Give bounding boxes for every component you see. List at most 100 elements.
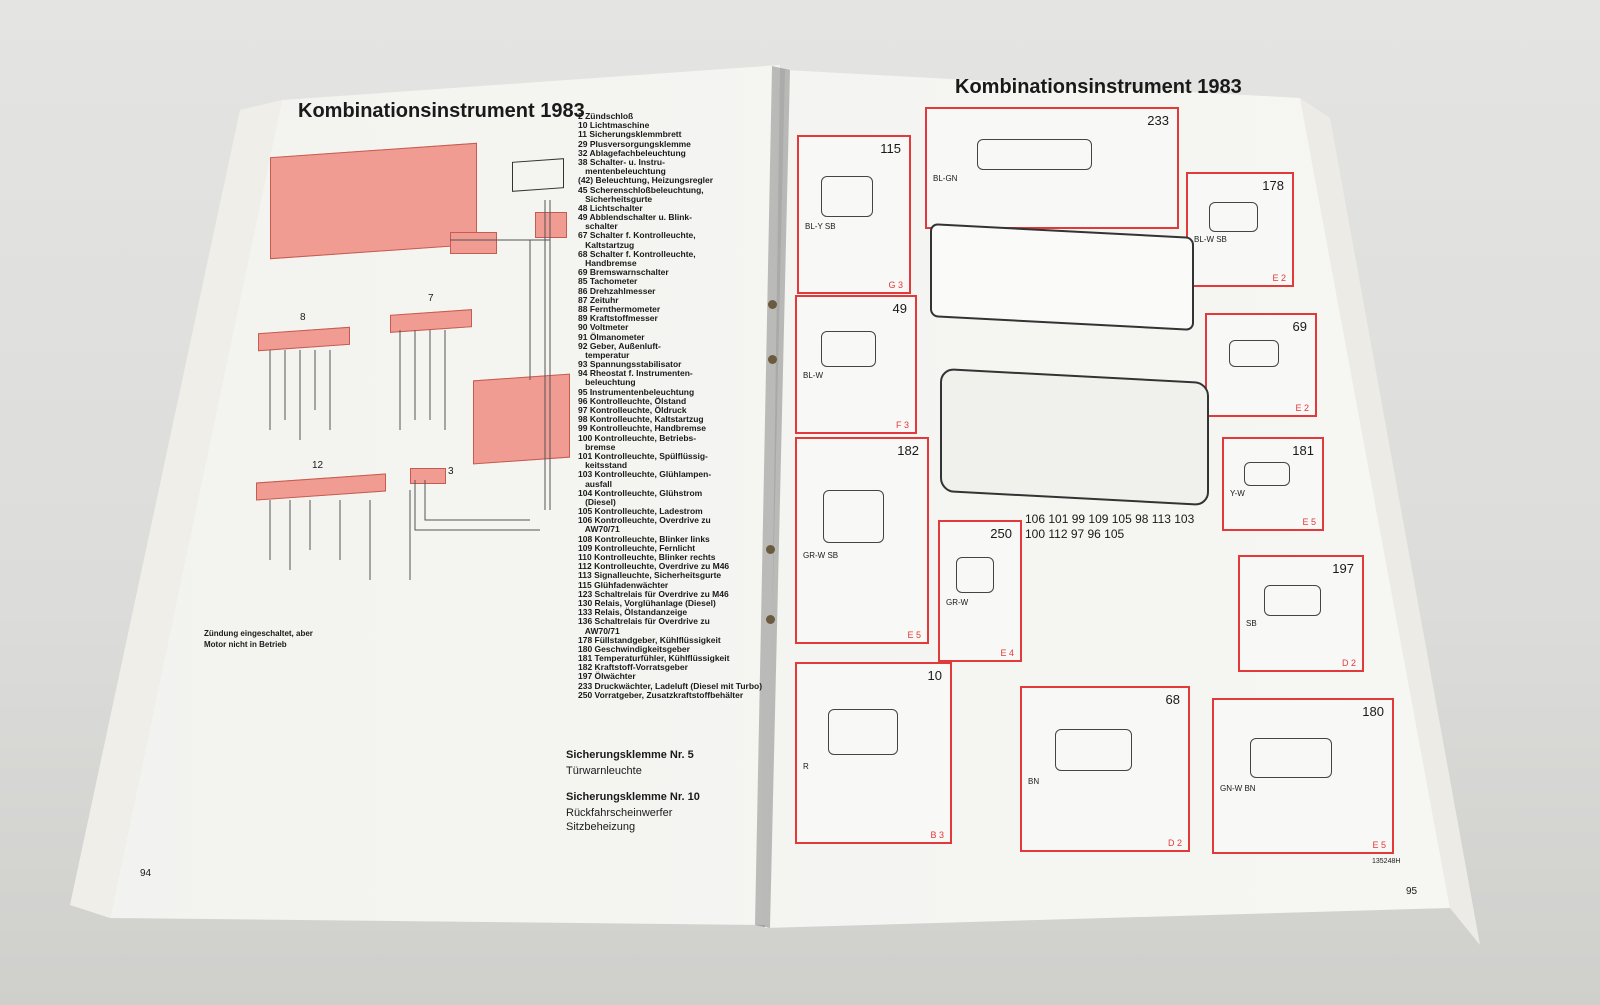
fuse-5-title: Sicherungsklemme Nr. 5 xyxy=(566,749,694,761)
component-number: 233 xyxy=(1147,113,1169,128)
wire-color-label: SB xyxy=(1246,619,1257,628)
wire-color-label: GR-W SB xyxy=(803,551,839,560)
legend-item: 136 Schaltrelais für Overdrive zu xyxy=(578,616,710,627)
part-drawing xyxy=(1208,201,1258,232)
right-page-title: Kombinationsinstrument 1983 xyxy=(955,76,1242,98)
legend-item: 98 Kontrolleuchte, Kaltstartzug xyxy=(578,414,704,425)
legend-item: 182 Kraftstoff-Vorratsgeber xyxy=(578,662,688,673)
legend-item: ausfall xyxy=(578,478,613,489)
component-box-69: 69 E 2 xyxy=(1205,313,1317,417)
caption-line: Motor nicht in Betrieb xyxy=(204,640,287,649)
legend-item: 233 Druckwächter, Ladeluft (Diesel mit T… xyxy=(578,680,763,691)
legend-item: 92 Geber, Außenluft- xyxy=(578,340,661,351)
legend-item: 181 Temperaturfühler, Kühlflüssigkeit xyxy=(578,653,730,664)
wire-color-label: BL-GN xyxy=(933,174,958,183)
print-code: 135248H xyxy=(1372,858,1401,865)
grid-code: E 2 xyxy=(1272,273,1286,283)
legend-item: AW70/71 xyxy=(578,625,620,636)
legend-item: 105 Kontrolleuchte, Ladestrom xyxy=(578,506,703,517)
connector-label: 8 xyxy=(300,312,306,323)
legend-item: 101 Kontrolleuchte, Spülflüssig- xyxy=(578,450,708,461)
legend-item: 85 Tachometer xyxy=(578,276,638,287)
legend-item: 180 Geschwindigkeitsgeber xyxy=(578,643,690,654)
legend-item: beleuchtung xyxy=(578,377,636,388)
legend-item: (Diesel) xyxy=(578,496,616,507)
binding-ring xyxy=(766,615,775,624)
legend-item: 110 Kontrolleuchte, Blinker rechts xyxy=(578,552,716,562)
legend-item: keitsstand xyxy=(578,460,628,471)
grid-code: E 5 xyxy=(1372,840,1386,850)
grid-code: E 5 xyxy=(907,630,921,640)
component-number: 115 xyxy=(880,141,901,156)
wire-color-label: GN-W BN xyxy=(1220,784,1256,793)
legend-item: 97 Kontrolleuchte, Öldruck xyxy=(578,405,687,415)
legend-item: 94 Rheostat f. Instrumenten- xyxy=(578,368,693,379)
component-number: 10 xyxy=(927,668,942,683)
legend-item: 104 Kontrolleuchte, Glühstrom xyxy=(578,487,703,498)
component-box-180: 180 E 5 GN-W BN xyxy=(1212,698,1394,854)
legend-item: 112 Kontrolleuchte, Overdrive zu M46 xyxy=(578,561,730,572)
legend-item: 45 Scherenschloßbeleuchtung, xyxy=(578,184,704,195)
legend-item: 91 Ölmanometer xyxy=(578,331,645,342)
fuse-block xyxy=(535,212,567,238)
page-number-left: 94 xyxy=(140,868,152,879)
caption-line: Zündung eingeschaltet, aber xyxy=(204,629,313,638)
legend-item: 108 Kontrolleuchte, Blinker links xyxy=(578,533,710,544)
legend-item: 86 Drehzahlmesser xyxy=(578,285,656,296)
grid-code: E 5 xyxy=(1302,517,1316,527)
legend-item: 106 Kontrolleuchte, Overdrive zu xyxy=(578,515,711,526)
part-drawing xyxy=(820,330,876,367)
part-drawing xyxy=(1228,340,1280,367)
legend-item: 133 Relais, Ölstandanzeige xyxy=(578,607,688,618)
grid-code: F 3 xyxy=(895,420,909,430)
legend-item: 109 Kontrolleuchte, Fernlicht xyxy=(578,542,696,553)
legend-item: 88 Fernthermometer xyxy=(578,303,661,314)
legend-item: 103 Kontrolleuchte, Glühlampen- xyxy=(578,469,712,480)
connector-label: 3 xyxy=(448,466,454,477)
fuse-10-section: Sicherungsklemme Nr. 10 Rückfahrscheinwe… xyxy=(566,790,700,834)
cluster-rear-drawing xyxy=(940,367,1209,507)
legend-item: 32 Ablagefachbeleuchtung xyxy=(578,147,686,158)
component-number: 180 xyxy=(1362,704,1384,719)
cluster-callouts: 106 101 99 109 105 98 113 103 100 112 97… xyxy=(1025,512,1195,541)
part-drawing xyxy=(956,556,994,593)
legend-item: 250 Vorratgeber, Zusatzkraftstoffbehälte… xyxy=(578,689,744,700)
part-drawing xyxy=(823,489,884,543)
part-drawing xyxy=(821,175,873,217)
legend-item: 87 Zeituhr xyxy=(578,294,619,305)
grid-code: E 2 xyxy=(1295,403,1309,413)
wire-color-label: R xyxy=(803,762,809,771)
legend-item: 95 Instrumentenbeleuchtung xyxy=(578,386,695,397)
part-drawing xyxy=(977,138,1092,170)
binding-ring xyxy=(766,545,775,554)
legend-item: 2 Zündschloß xyxy=(578,111,634,121)
fuse-5-item: Türwarnleuchte xyxy=(566,765,642,777)
component-number: 68 xyxy=(1165,692,1180,707)
wire-color-label: BL-W xyxy=(803,371,823,380)
legend-item: (42) Beleuchtung, Heizungsregler xyxy=(578,175,714,186)
legend-item: 96 Kontrolleuchte, Ölstand xyxy=(578,395,687,406)
wire-color-label: BL-W SB xyxy=(1194,235,1227,244)
legend-item: mentenbeleuchtung xyxy=(578,166,666,177)
connector-label: 7 xyxy=(428,293,434,304)
part-drawing xyxy=(1055,728,1132,771)
grid-code: B 3 xyxy=(930,830,944,840)
grid-code: D 2 xyxy=(1341,658,1356,668)
instrument-cluster-drawing xyxy=(930,223,1194,331)
fuse-10-item: Rückfahrscheinwerfer xyxy=(566,807,673,819)
legend-item: 69 Bremswarnschalter xyxy=(578,267,669,278)
wire-color-label: Y-W xyxy=(1230,489,1245,498)
fuse-5-section: Sicherungsklemme Nr. 5 Türwarnleuchte xyxy=(566,748,694,778)
component-number: 69 xyxy=(1292,319,1307,334)
legend-item: schalter xyxy=(578,221,618,232)
legend-item: 90 Voltmeter xyxy=(578,322,629,333)
wire-color-label: GR-W xyxy=(946,598,969,607)
legend-item: 178 Füllstandgeber, Kühlflüssigkeit xyxy=(578,634,721,645)
legend-item: bremse xyxy=(578,441,616,452)
